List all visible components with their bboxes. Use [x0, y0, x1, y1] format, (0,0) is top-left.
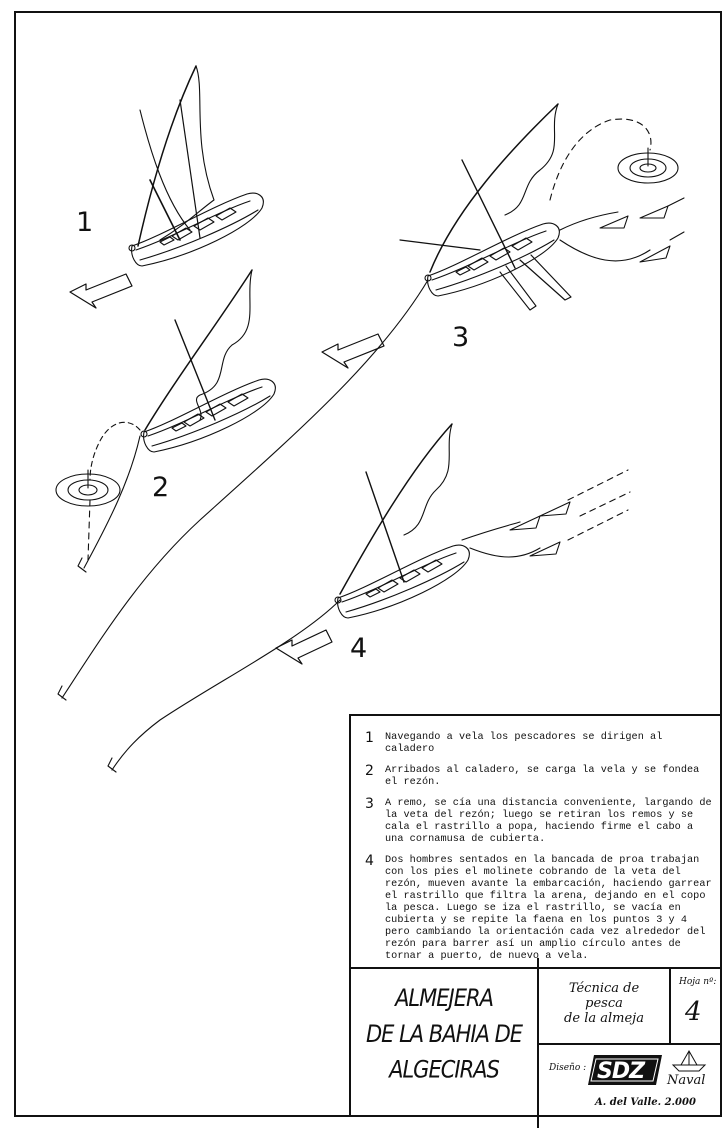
subtitle-line: Técnica de: [568, 981, 640, 996]
design-label: Diseño :: [549, 1063, 587, 1073]
sheet-label: Hoja nº:: [679, 977, 717, 987]
logo-suffix: Naval: [667, 1073, 706, 1088]
sheet-frame: [14, 11, 722, 1117]
step-number-2: 2: [152, 472, 170, 503]
step-number-4: 4: [350, 633, 368, 664]
scene-2-anchoring: [55, 269, 276, 573]
scene-3-rowing-back: [57, 103, 685, 701]
paper-boat-icon: [671, 1049, 707, 1072]
title-line: DE LA BAHIA DE: [365, 1020, 523, 1048]
sheet-number: 4: [685, 997, 702, 1027]
legend-number: 1: [365, 730, 374, 746]
legend-text: Navegando a vela los pescadores se dirig…: [385, 732, 663, 755]
sheet-number-cell: Hoja nº: 4: [671, 969, 722, 1045]
scene-1-sailing: [69, 65, 264, 309]
drawing-subtitle: Técnica de pesca de la almeja: [539, 969, 671, 1045]
drawing-title: ALMEJERA DE LA BAHIA DE ALGECIRAS: [351, 957, 539, 1128]
scene-4-dredging: [107, 423, 631, 773]
title-line: ALGECIRAS: [389, 1055, 500, 1084]
logo-text: SDZ: [597, 1059, 645, 1084]
legend-number: 4: [365, 853, 374, 869]
step-number-1: 1: [76, 207, 94, 238]
legend-text: Arribados al caladero, se carga la vela …: [385, 765, 700, 788]
legend-item-3: 3 A remo, se cía una distancia convenien…: [365, 796, 714, 846]
legend-item-1: 1 Navegando a vela los pescadores se dir…: [365, 730, 714, 756]
legend-text: A remo, se cía una distancia conveniente…: [385, 798, 712, 845]
design-cell: Diseño : SDZ Naval A. del Valle. 2.000: [539, 1045, 722, 1117]
sdz-logo-badge: [588, 1055, 662, 1085]
subtitle-line: pesca: [585, 996, 623, 1011]
steps-legend: 1 Navegando a vela los pescadores se dir…: [349, 714, 722, 967]
author-credit: A. del Valle. 2.000: [595, 1097, 696, 1108]
title-line: ALMEJERA: [395, 984, 494, 1012]
legend-item-4: 4 Dos hombres sentados en la bancada de …: [365, 853, 714, 963]
legend-text: Dos hombres sentados en la bancada de pr…: [385, 855, 712, 962]
subtitle-line: de la almeja: [564, 1011, 644, 1026]
title-block: ALMEJERA DE LA BAHIA DE ALGECIRAS Técnic…: [349, 957, 722, 1128]
legend-number: 2: [365, 763, 374, 779]
legend-number: 3: [365, 796, 374, 812]
step-number-3: 3: [452, 322, 470, 353]
legend-item-2: 2 Arribados al caladero, se carga la vel…: [365, 763, 714, 789]
